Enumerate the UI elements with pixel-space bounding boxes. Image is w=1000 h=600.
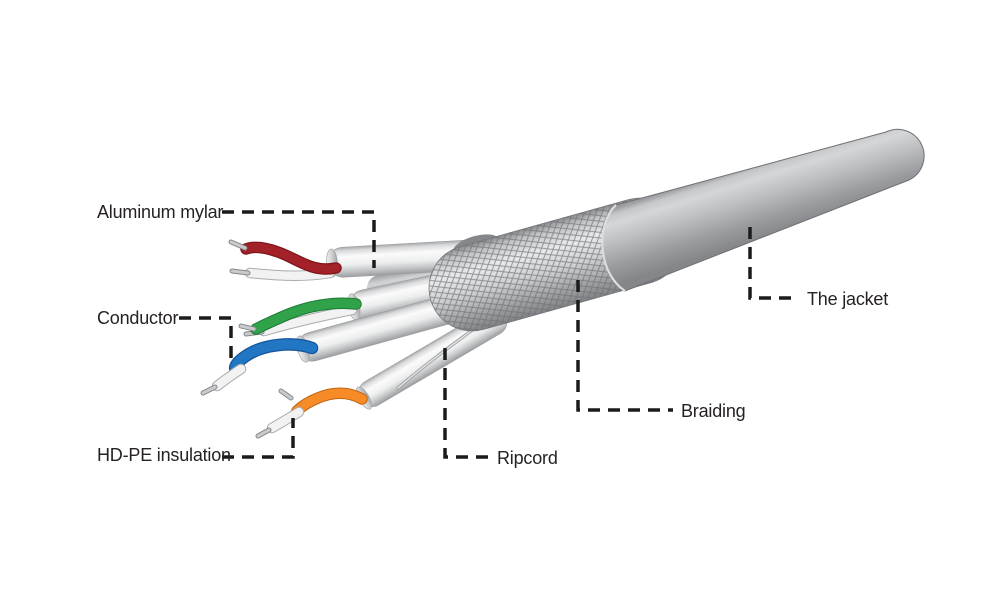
jacket-opening-rim — [601, 204, 626, 292]
cable-jacket — [601, 128, 925, 292]
conductor-pin — [239, 324, 256, 331]
leader-jacket — [748, 227, 797, 300]
conductor-pin — [201, 385, 217, 395]
white-wire — [259, 305, 357, 336]
white-wire — [267, 407, 304, 433]
conductor-pin — [230, 269, 250, 275]
label-ripcord: Ripcord — [497, 448, 558, 468]
conductor-pin — [229, 240, 247, 250]
leader-conductor — [179, 316, 233, 361]
conductor-pin — [279, 389, 293, 400]
leader-aluminum-mylar — [222, 210, 376, 268]
orange-wire — [292, 388, 367, 416]
white-wire — [212, 364, 246, 391]
jacket-body — [601, 128, 925, 292]
leader-hdpe-insulation — [222, 418, 295, 459]
conductor-pin — [256, 428, 271, 438]
pair-red — [228, 237, 526, 281]
leader-lines — [179, 210, 797, 459]
green-wire — [251, 298, 361, 334]
label-conductor: Conductor — [97, 308, 179, 328]
leader-ripcord — [443, 348, 491, 459]
blue-wire — [230, 339, 317, 376]
label-hdpe-insulation: HD-PE insulation — [97, 445, 231, 465]
label-the-jacket: The jacket — [807, 289, 889, 309]
label-aluminum-mylar: Aluminum mylar — [97, 202, 224, 222]
red-wire — [241, 242, 341, 274]
label-braiding: Braiding — [681, 401, 746, 421]
leader-braiding — [576, 280, 673, 412]
